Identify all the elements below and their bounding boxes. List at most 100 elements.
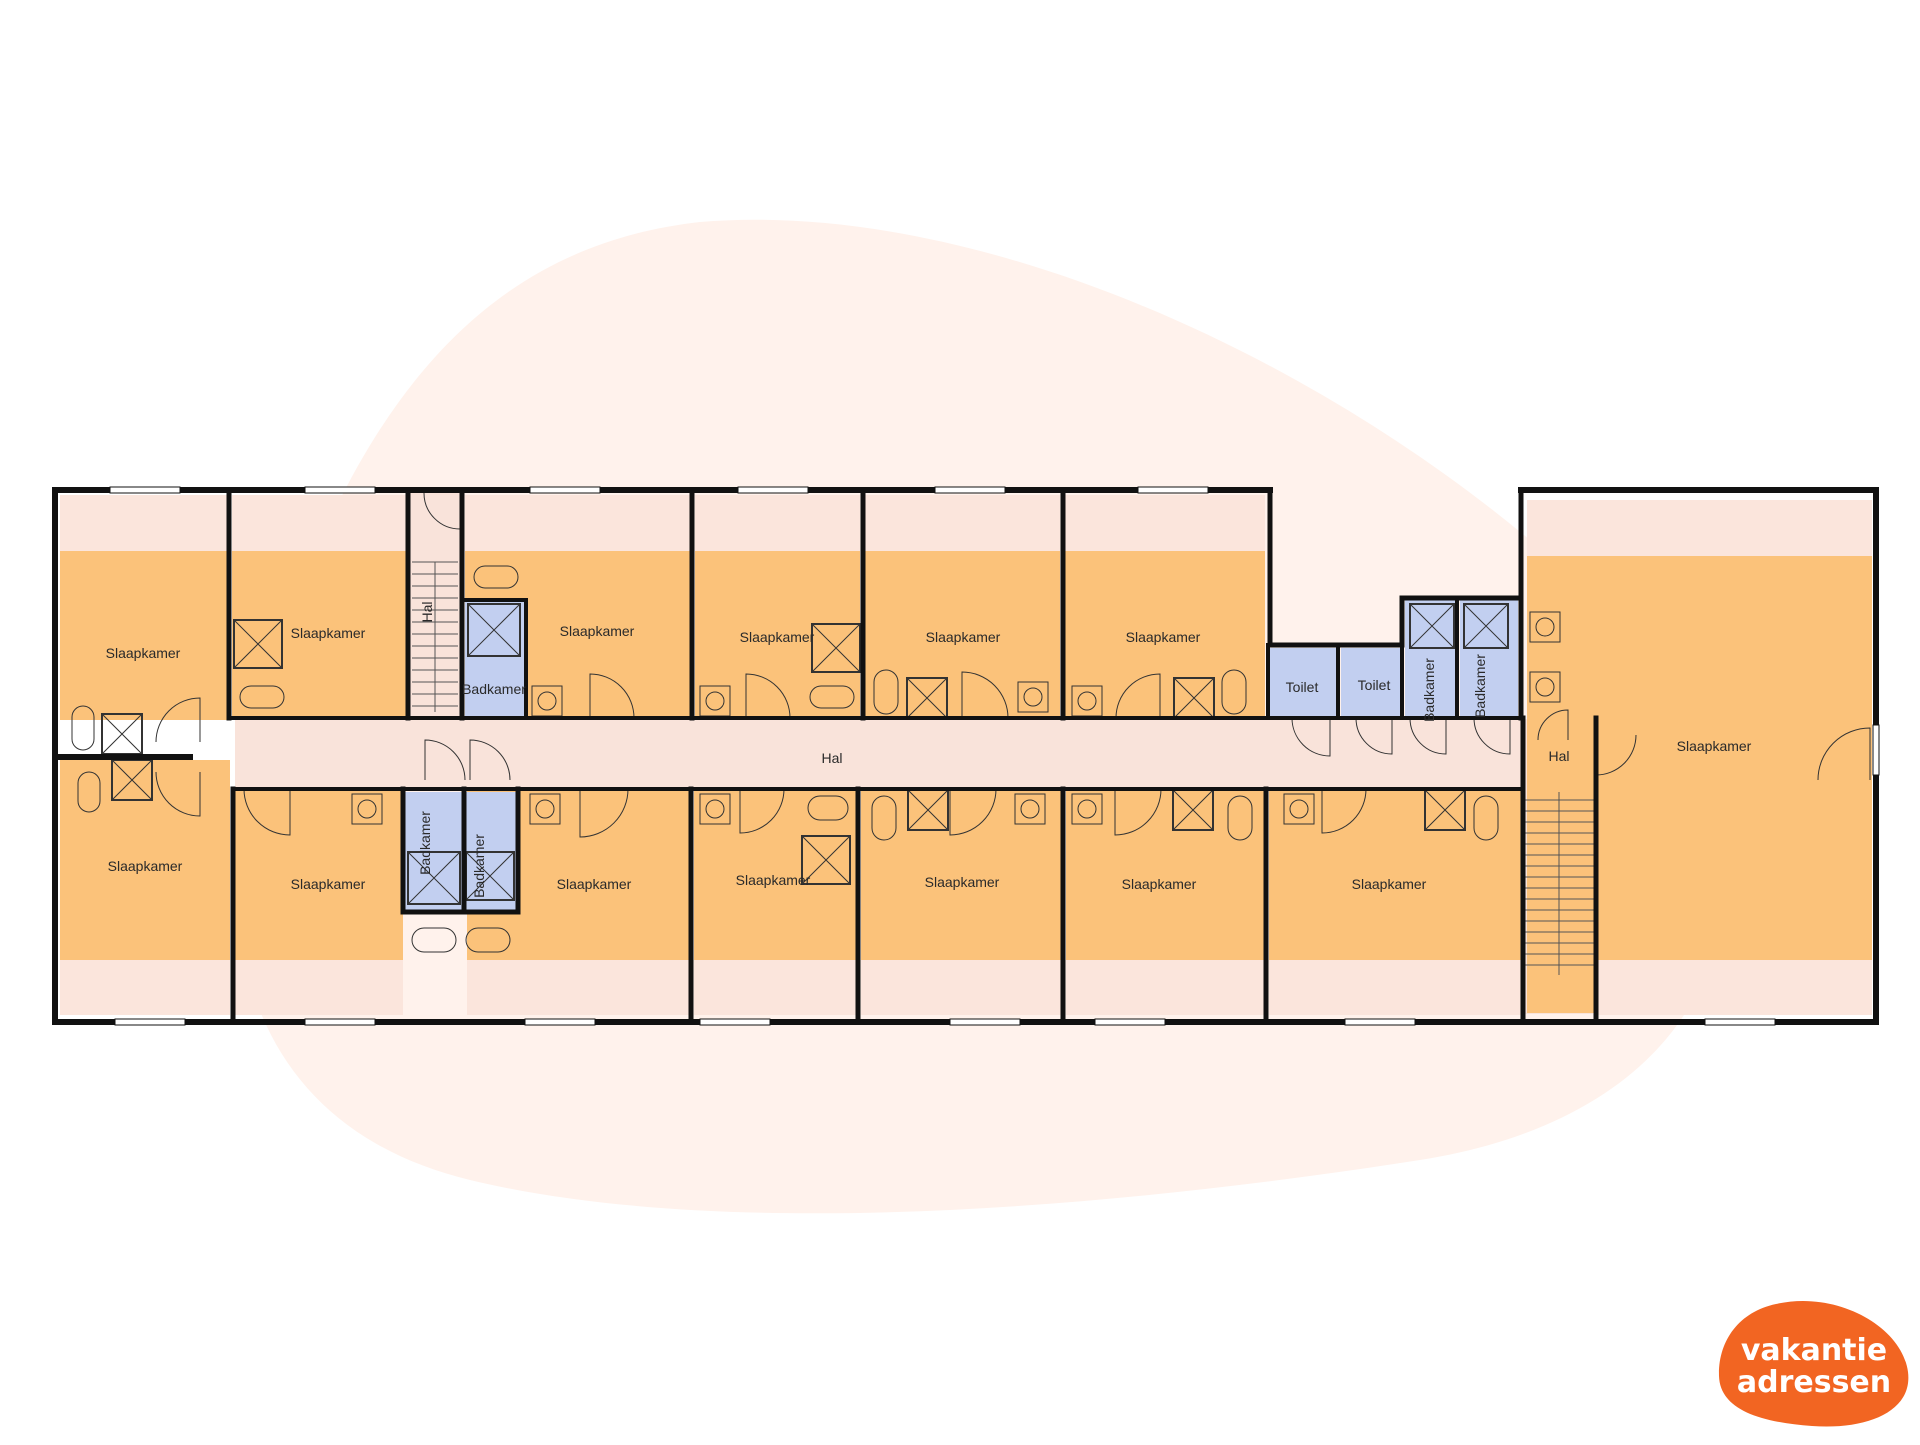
window-top-1: [109, 486, 181, 494]
label-hall-right: Hal: [1548, 748, 1569, 764]
room-bathroom-top: [465, 600, 525, 718]
door-17: [243, 788, 291, 836]
door-20: [155, 697, 201, 743]
toilet-39: [411, 927, 457, 953]
room-bathroom-r1: [1405, 600, 1455, 718]
shower-9: [1463, 603, 1509, 649]
door-8: [1473, 717, 1511, 755]
door-15: [1114, 788, 1162, 836]
toilet-31: [77, 771, 101, 813]
shower-cross-12: [801, 835, 851, 885]
window-strip-bottom-3: [467, 960, 689, 1015]
shower-cross-10: [407, 851, 461, 905]
door-2: [745, 673, 791, 719]
door-6: [1355, 717, 1393, 755]
label-bedroom-b1: Slaapkamer: [108, 858, 183, 874]
room-bedroom-big: [1527, 500, 1872, 1013]
window-strip-top-7: [1527, 500, 1872, 556]
shower-cross-13: [907, 789, 949, 831]
window-right: [1872, 724, 1880, 776]
door-12: [579, 788, 629, 838]
toilet-36: [871, 795, 897, 841]
label-bathroom-b2: Badkamer: [471, 834, 487, 898]
sink-18: [1017, 681, 1049, 713]
door-16: [1321, 788, 1367, 834]
shower-cross-9: [1463, 603, 1509, 649]
logo-blob: [1718, 1300, 1909, 1427]
sink-20: [1529, 611, 1561, 643]
toilet-34: [1221, 669, 1247, 715]
door-5: [1291, 717, 1331, 757]
label-bedroom-4: Slaapkamer: [740, 629, 815, 645]
label-bedroom-5: Slaapkamer: [926, 629, 1001, 645]
shower-cross-4: [467, 603, 521, 657]
sink-21: [1529, 671, 1561, 703]
label-bedroom-b6: Slaapkamer: [1122, 876, 1197, 892]
window-bottom-6: [1094, 1018, 1166, 1026]
sink-25: [1014, 793, 1046, 825]
shower-1: [233, 619, 283, 669]
shower-cross-1: [233, 619, 283, 669]
window-top-6: [1137, 486, 1209, 494]
label-bedroom-b4: Slaapkamer: [736, 872, 811, 888]
label-hall-stairs: Hal: [419, 601, 435, 622]
toilet-32: [809, 685, 855, 709]
window-bottom-2: [304, 1018, 376, 1026]
shower-cross-6: [906, 677, 948, 719]
window-strip-top-2: [232, 495, 406, 551]
door-21: [155, 771, 201, 817]
window-top-2: [304, 486, 376, 494]
label-bathroom-r2: Badkamer: [1472, 654, 1488, 718]
label-bedroom-b5: Slaapkamer: [925, 874, 1000, 890]
window-strip-top-1: [60, 495, 227, 551]
window-strip-bottom-1: [60, 960, 230, 1015]
doors: [155, 492, 1871, 838]
window-bottom-7: [1344, 1018, 1416, 1026]
sink-bowl-25: [1020, 799, 1040, 819]
shower-cross-2: [101, 713, 143, 755]
window-strip-bottom-4: [694, 960, 856, 1015]
window-top-4: [737, 486, 809, 494]
toilet-38: [1473, 795, 1499, 841]
logo-line-1: vakantie: [1740, 1333, 1888, 1368]
sink-bowl-18: [1023, 687, 1043, 707]
door-7: [1409, 717, 1447, 755]
shower-cross-15: [1424, 789, 1466, 831]
label-bathroom-r1: Badkamer: [1421, 658, 1437, 722]
window-bottom-4: [699, 1018, 771, 1026]
window-strip-top-3: [465, 495, 690, 551]
sink-bowl-16: [537, 691, 557, 711]
label-bathroom-top: Badkamer: [462, 681, 526, 697]
door-14: [949, 788, 997, 836]
window-bottom-5: [949, 1018, 1021, 1026]
sink-bowl-24: [705, 799, 725, 819]
shower-cross-3: [111, 759, 153, 801]
window-bottom-3: [524, 1018, 596, 1026]
door-1: [589, 673, 635, 719]
room-toilet-1: [1268, 648, 1336, 718]
sink-bowl-26: [1077, 799, 1097, 819]
window-strip-top-4: [695, 495, 860, 551]
window-strip-bottom-6: [1066, 960, 1264, 1015]
toilet-29: [239, 685, 285, 709]
label-hall-main: Hal: [821, 750, 842, 766]
shower-cross-5: [811, 623, 861, 673]
shower-10: [407, 851, 461, 905]
shower-4: [467, 603, 521, 657]
shower-cross-14: [1172, 789, 1214, 831]
sink-bowl-23: [535, 799, 555, 819]
label-toilet-2: Toilet: [1358, 677, 1391, 693]
door-22: [423, 492, 461, 530]
door-10: [1817, 727, 1871, 781]
sink-22: [351, 793, 383, 825]
sink-bowl-20: [1535, 617, 1555, 637]
label-bedroom-b2: Slaapkamer: [291, 876, 366, 892]
door-3: [961, 671, 1009, 719]
sink-24: [699, 793, 731, 825]
door-18: [424, 739, 466, 781]
sink-27: [1283, 793, 1315, 825]
shower-12: [801, 835, 851, 885]
sink-bowl-22: [357, 799, 377, 819]
sink-bowl-21: [1535, 677, 1555, 697]
